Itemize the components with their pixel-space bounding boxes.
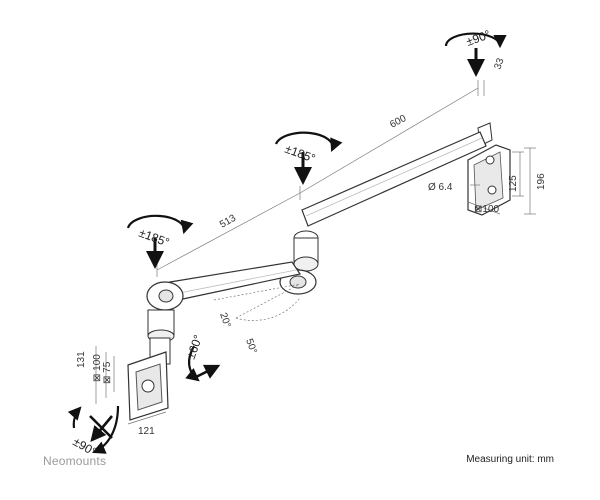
head-width-label: 121 bbox=[138, 426, 155, 437]
mid-swivel-label: ±185° bbox=[283, 142, 317, 166]
rotation-indicator-wall bbox=[444, 32, 507, 77]
wall-offset-label: 33 bbox=[492, 56, 506, 71]
dimension-lines bbox=[95, 80, 536, 425]
rotation-indicator-mid bbox=[274, 131, 343, 185]
wall-swivel-label: ±90° bbox=[464, 27, 492, 49]
upper-arm bbox=[301, 131, 487, 227]
head-vesa-75-label: ⊠ 75 bbox=[102, 361, 113, 384]
arm-length-label: 600 bbox=[388, 113, 408, 131]
head-rotate-indicator bbox=[67, 405, 120, 454]
wall-vesa-label: ⊠100 bbox=[474, 204, 500, 215]
head-joint bbox=[146, 281, 184, 365]
plate-height-label: 125 bbox=[508, 175, 519, 192]
head-height-label: 131 bbox=[76, 351, 87, 368]
head-vesa-100-label: ⊠ 100 bbox=[92, 354, 103, 382]
tilt-indicator bbox=[185, 345, 221, 382]
brand-name: Neomounts bbox=[43, 454, 107, 468]
screw-diameter-label: Ø 6.4 bbox=[428, 182, 453, 193]
angle-high-label: 50° bbox=[243, 337, 259, 355]
measuring-unit: Measuring unit: mm bbox=[466, 454, 554, 465]
plate-total-label: 196 bbox=[536, 173, 547, 190]
angle-low-label: 20° bbox=[217, 311, 233, 329]
vesa-head-plate bbox=[127, 351, 169, 421]
tilt-label: ±60° bbox=[184, 333, 206, 361]
rotation-indicator-elbow bbox=[126, 214, 194, 269]
